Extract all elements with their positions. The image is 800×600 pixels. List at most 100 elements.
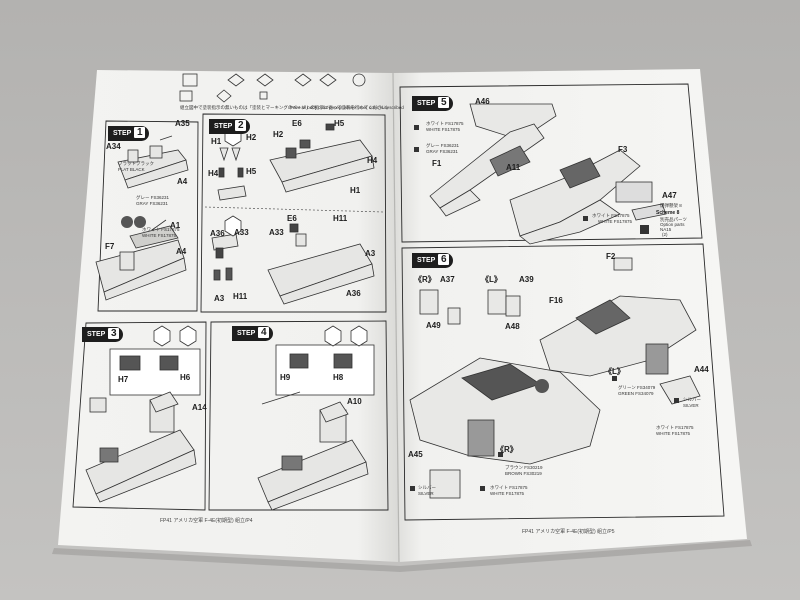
step6-paint-5: WHITE FS17875 [656,431,691,436]
step6-paint-8: シルバー [418,485,436,490]
step1-part-a34: A34 [106,142,121,151]
step2-part-h1: H1 [211,137,222,146]
step1-paint-3: GRAY FS36231 [136,201,168,206]
step6-paint-1: GREEN FS34079 [618,391,654,396]
step3-part-h7: H7 [118,375,129,384]
step1-paint-4: ホワイト FS17875 [142,227,180,232]
step5-paint-5: WHITE FS17875 [598,219,633,224]
step5-part-a11: A11 [506,163,521,172]
step6-part-a44: A44 [694,365,709,374]
step1-paint-5: WHITE FS17875 [142,233,177,238]
step5-option-2: 別売品パーツ [660,217,687,222]
step6-part-f16: F16 [549,296,563,305]
step5-part-a47: A47 [662,191,677,200]
step6-paint-11: WHITE FS17875 [490,491,525,496]
right-page-footer: FP41 アメリカ空軍 F-4E(初期型) 組立/P5 [522,529,615,535]
step3-drawing [85,355,197,503]
step2-part-a3: A3 [365,249,376,258]
step6-badge-number: 6 [438,253,450,265]
step6-part-a39: A39 [519,275,534,284]
step2-part-e6: E6 [292,119,302,128]
step6-side-r: 《R》 [414,275,436,284]
step3-inset [109,325,201,396]
step1-part-a4: A4 [177,177,188,186]
step2-part-a36: A36 [210,229,225,238]
step1-badge-number: 1 [134,126,146,138]
step5-badge-label: STEP [417,100,436,107]
step5-part-f3: F3 [618,145,628,154]
step6-part-f2: F2 [606,252,616,261]
step6-part-a45: A45 [408,450,423,459]
step6-drawing [409,257,701,499]
step5-option-0: 爆弾懸架 8 [660,203,682,208]
step3-part-a14: A14 [192,403,207,412]
step3-badge-number: 3 [108,327,120,339]
step5-marks [414,125,649,234]
step5-panel [399,83,703,243]
step4-drawing [257,353,369,511]
step2-part-h4: H4 [208,169,219,178]
step6-paint-2: シルバー [683,397,701,402]
step1-paint-0: フラットブラック [118,161,154,166]
step5-paint-0: ホワイト FS17875 [426,121,464,126]
step2-part-h2b: H2 [273,130,284,139]
step6-side-l2: 《L》 [604,367,625,376]
step6-part-a48: A48 [505,322,520,331]
step5-option-4: NA15 [660,227,672,232]
step4-part-a10: A10 [347,397,362,406]
step6-marks [410,376,679,491]
step6-badge-label: STEP [417,257,436,264]
step2-part-h4b: H4 [367,156,378,165]
step1-paint-2: グレー FS36231 [136,195,170,200]
step1-part-a4b: A4 [176,247,187,256]
step1-badge-label: STEP [113,130,132,137]
step6-paint-4: ホワイト FS17875 [656,425,694,430]
step2-drawing [211,123,375,305]
step4-badge-label: STEP [237,330,256,337]
step5-paint-2: グレー FS36231 [426,143,460,148]
step2-part-a33b: A33 [269,228,284,237]
step2-panel [200,113,387,313]
step5-option-5: (2) [662,232,668,237]
step1-drawing [95,135,189,301]
step5-option-1: Scheme 8 [656,210,680,216]
step2-part-h5: H5 [334,119,345,128]
step6-paint-6: ブラウン FS30219 [505,465,543,470]
step4-part-h9: H9 [280,373,291,382]
step5-option-3: Option parts [660,222,685,227]
step5-paint-3: GRAY FS36231 [426,149,458,154]
step4-panel [208,320,389,511]
step6-paint-9: SILVER [418,491,434,496]
step5-drawing [429,103,667,245]
step3-badge-label: STEP [87,331,106,338]
step6-side-r2: 《R》 [496,445,518,454]
step5-paint-4: ホワイト FS17875 [592,213,630,218]
left-page-footer: FP41 アメリカ空軍 F-4E(初期型) 組立/P4 [160,518,253,524]
step6-paint-10: ホワイト FS17875 [490,485,528,490]
step6-paint-0: グリーン FS34079 [618,385,656,390]
step2-badge-label: STEP [214,123,233,130]
step6-paint-7: BROWN FS30219 [505,471,542,476]
step1-arrows [121,216,146,228]
step4-part-h8: H8 [333,373,344,382]
step6-part-a49: A49 [426,321,441,330]
step5-part-f1: F1 [432,159,442,168]
header-note-en: Paint all body color except where other … [290,105,404,110]
step2-part-h1b: H1 [350,186,361,195]
step6-paint-3: SILVER [683,403,699,408]
step1-paint-1: FLAT BLACK [118,167,145,172]
step1-part-f7: F7 [105,242,115,251]
step2-part-h11b: H11 [233,292,248,301]
step2-part-a33: A33 [234,228,249,237]
step5-paint-1: WHITE FS17875 [426,127,461,132]
step6-part-a37: A37 [440,275,455,284]
step4-inset [275,325,375,396]
step6-panel [401,243,725,521]
